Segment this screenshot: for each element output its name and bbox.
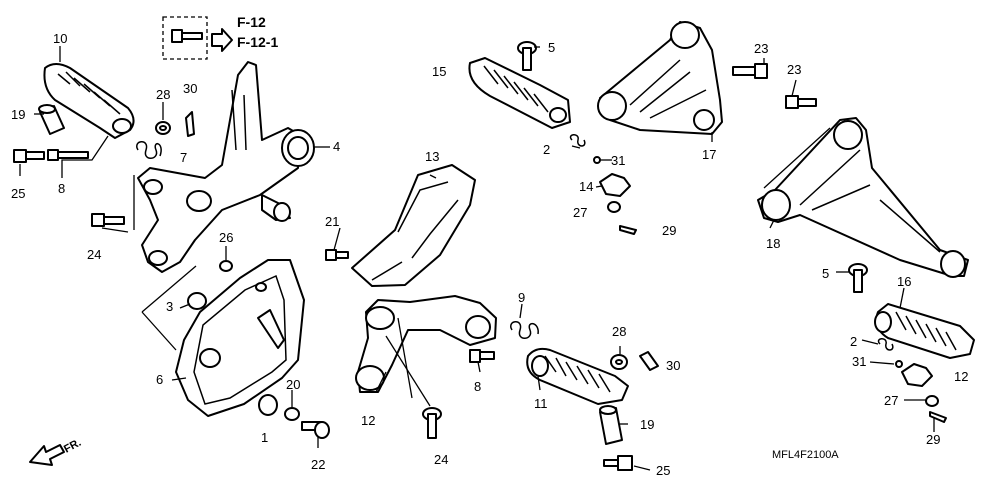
center-bolt-25-part [603, 455, 633, 471]
callout-16: 16 [897, 274, 912, 289]
right-spring-2b-part [877, 338, 894, 351]
callout-9: 9 [518, 290, 526, 305]
center-bushing-19-part [599, 405, 623, 445]
callout-28: 28 [156, 87, 171, 102]
center-bolt-24-part [422, 407, 442, 439]
callout-4: 4 [333, 139, 341, 154]
right-ball-31b-part [895, 360, 903, 368]
callout-15: 15 [432, 64, 447, 79]
callout-6: 6 [156, 372, 164, 387]
center-ball-31-part [593, 156, 601, 164]
rear-frame-18-part [757, 117, 969, 278]
reference-bolt-icon [171, 29, 203, 43]
callout-18: 18 [766, 236, 781, 251]
callout-25: 25 [11, 186, 26, 201]
right-washer-27b-part [925, 395, 939, 407]
callout-7: 7 [180, 150, 188, 165]
left-washer-20-part [284, 407, 300, 421]
center-pin-5-part [517, 41, 537, 71]
left-nut-26-part [219, 260, 233, 272]
rear-bolt-23b-part [785, 95, 817, 109]
drawing-code: MFL4F2100A [772, 449, 839, 461]
right-footpeg-16-part [874, 303, 975, 359]
callout-23: 23 [754, 41, 769, 56]
left-damper-part [258, 394, 278, 416]
callout-24-center: 24 [434, 452, 449, 467]
callout-2: 2 [543, 142, 551, 157]
left-footpeg-part [43, 63, 135, 139]
left-clip-part [185, 111, 195, 137]
center-spring-9-part [510, 321, 539, 339]
center-clip-30-part [639, 351, 659, 371]
callout-30: 30 [183, 81, 198, 96]
rear-bolt-23a-part [732, 63, 768, 79]
center-bolt-21-part [325, 249, 349, 261]
callout-14: 14 [579, 179, 594, 194]
right-pin-5b-part [848, 263, 868, 293]
callout-27: 27 [573, 205, 588, 220]
left-grommet-3-part [187, 292, 207, 310]
left-heel-guard-part [175, 259, 305, 417]
center-plate-14-part [599, 173, 631, 197]
callout-2-right: 2 [850, 334, 858, 349]
callout-8: 8 [58, 181, 66, 196]
callout-25-center: 25 [656, 463, 671, 478]
left-bolt-24-part [91, 213, 125, 227]
callout-10: 10 [53, 31, 68, 46]
callout-19-center: 19 [640, 417, 655, 432]
right-cotter-29b-part [929, 411, 947, 423]
right-bracket-12-part [355, 295, 497, 393]
callout-8-center: 8 [474, 379, 482, 394]
callout-12: 12 [361, 413, 376, 428]
center-washer-27-part [607, 201, 621, 213]
callout-30-center: 30 [666, 358, 681, 373]
left-bracket-part [137, 61, 315, 273]
callout-5-right: 5 [822, 266, 830, 281]
left-bushing-part [38, 104, 65, 135]
callout-22: 22 [311, 457, 326, 472]
callout-24: 24 [87, 247, 102, 262]
callout-1: 1 [261, 430, 269, 445]
right-footpeg-11-part [526, 347, 629, 405]
callout-31: 31 [611, 153, 626, 168]
callout-17: 17 [702, 147, 717, 162]
callout-19: 19 [11, 107, 26, 122]
callout-3: 3 [166, 299, 174, 314]
left-washer-part [155, 121, 171, 135]
reference-label-a: F-12 [237, 14, 266, 30]
reference-arrow-icon [211, 28, 233, 52]
leader-lines [19, 46, 935, 471]
callout-27-right: 27 [884, 393, 899, 408]
callout-29-right: 29 [926, 432, 941, 447]
right-footpeg-15-part [468, 57, 571, 129]
right-plate-12b-part [901, 363, 933, 387]
callout-11: 11 [534, 396, 548, 411]
left-pin-part [47, 149, 89, 161]
chain-guard-part [351, 164, 476, 287]
reference-label-b: F-12-1 [237, 34, 279, 50]
center-pin-8-part [469, 349, 495, 363]
callout-12-right: 12 [954, 369, 969, 384]
rear-bracket-17-part [597, 21, 723, 135]
callout-26: 26 [219, 230, 234, 245]
front-arrow-icon [29, 444, 65, 466]
left-bolt-22-part [301, 421, 330, 439]
left-bolt-part [13, 149, 45, 163]
callout-23-lower: 23 [787, 62, 802, 77]
callout-31-right: 31 [852, 354, 867, 369]
callout-28-center: 28 [612, 324, 627, 339]
center-washer-28-part [610, 354, 628, 370]
callout-21: 21 [325, 214, 340, 229]
callout-13: 13 [425, 149, 440, 164]
reference-box [162, 16, 208, 60]
center-spring-2-part [569, 134, 586, 147]
callout-20: 20 [286, 377, 301, 392]
callout-29: 29 [662, 223, 677, 238]
callout-5: 5 [548, 40, 556, 55]
left-spring-part [136, 141, 162, 159]
center-cotter-29-part [619, 225, 637, 235]
